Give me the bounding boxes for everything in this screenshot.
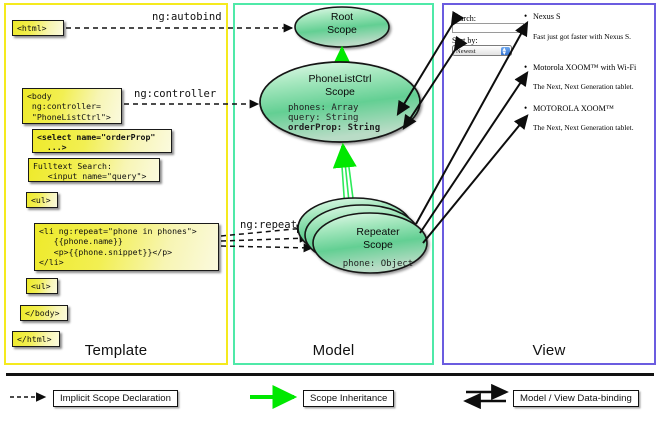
code-box-fulltext-search: Fulltext Search: <input name="query"> bbox=[28, 158, 160, 182]
panel-template-label: Template bbox=[84, 342, 148, 359]
code-box-li-repeat: <li ng:repeat="phone in phones"> {{phone… bbox=[34, 223, 219, 271]
legend-glyph-databinding bbox=[463, 383, 509, 410]
panel-view-label: View bbox=[532, 342, 566, 359]
code-box-ul-open: <ul> bbox=[26, 192, 58, 208]
code-box-html-open: <html> bbox=[12, 20, 64, 36]
phone-snippet: The Next, Next Generation tablet. bbox=[533, 123, 634, 132]
legend-divider bbox=[6, 373, 654, 376]
code-box-select: <select name="orderProp" ...> bbox=[32, 129, 172, 153]
chevron-updown-icon bbox=[501, 46, 510, 55]
phone-name: MOTOROLA XOOM™ bbox=[524, 103, 614, 113]
phone-snippet: The Next, Next Generation tablet. bbox=[533, 82, 634, 91]
view-search-label: Search: bbox=[452, 14, 476, 23]
view-sort-label: Sort by: bbox=[452, 36, 478, 45]
panel-model-label: Model bbox=[312, 342, 355, 359]
panel-template: Template bbox=[4, 3, 228, 365]
code-box-body-close: </body> bbox=[20, 305, 68, 321]
legend-scope-inheritance: Scope Inheritance bbox=[303, 390, 395, 407]
phone-snippet: Fast just got faster with Nexus S. bbox=[533, 32, 631, 41]
legend-model-view-data-binding: Model / View Data-binding bbox=[513, 390, 639, 407]
code-box-body-open: <body ng:controller= "PhoneListCtrl"> bbox=[22, 88, 122, 124]
code-box-html-close: </html> bbox=[12, 331, 60, 347]
view-sort-select[interactable]: Newest bbox=[452, 45, 512, 56]
view-sort-select-value: Newest bbox=[456, 48, 476, 55]
view-search-input[interactable] bbox=[452, 23, 524, 33]
phone-name: Nexus S bbox=[524, 11, 560, 21]
panel-view: View bbox=[442, 3, 656, 365]
legend-implicit-scope-declaration: Implicit Scope Declaration bbox=[53, 390, 178, 407]
phone-name: Motorola XOOM™ with Wi-Fi bbox=[524, 62, 636, 72]
panel-model: Model bbox=[233, 3, 434, 365]
code-box-ul-close: <ul> bbox=[26, 278, 58, 294]
